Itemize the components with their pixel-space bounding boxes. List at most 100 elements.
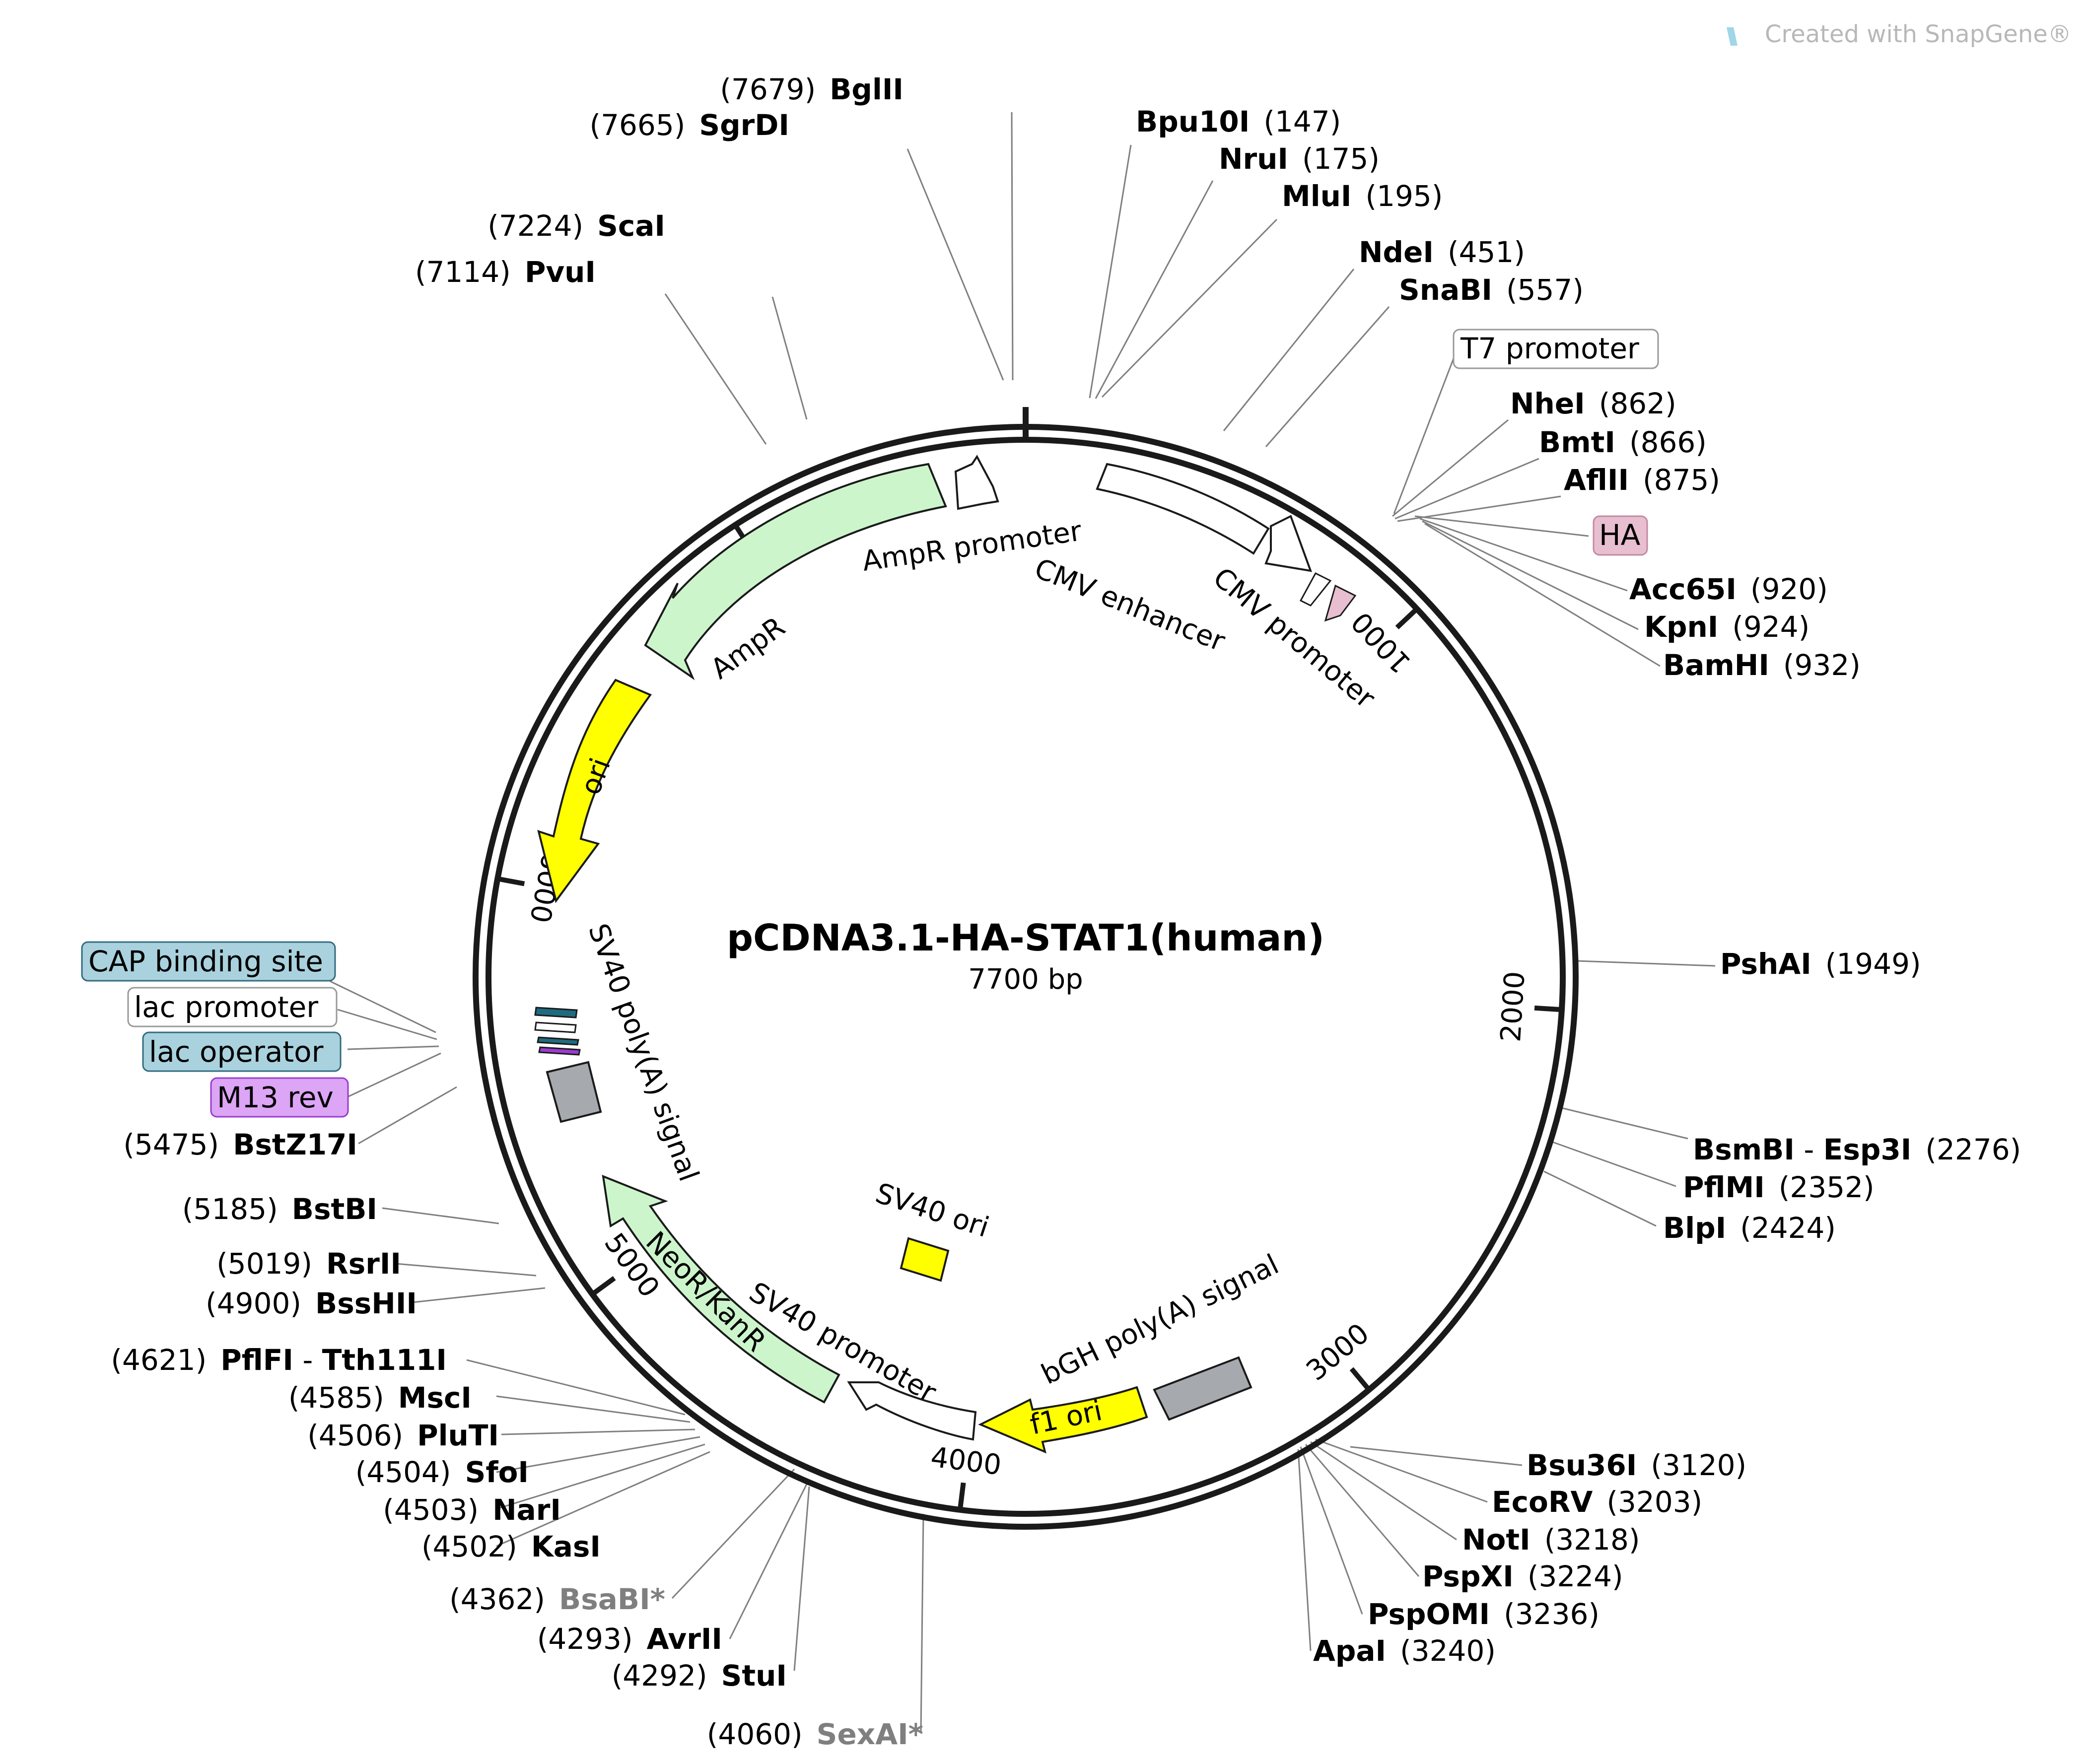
backbone	[473, 407, 1579, 1530]
site-position: (4621)	[111, 1343, 207, 1377]
box-cap-binding-site	[81, 941, 336, 982]
site-position: (4292)	[612, 1659, 707, 1693]
site-name: PspOMI	[1368, 1597, 1490, 1631]
features	[534, 455, 1357, 1454]
site-position: (3236)	[1504, 1597, 1600, 1631]
tick-labels: 1000200030004000500060007000	[523, 534, 1531, 1482]
box-lac-operator	[142, 1031, 342, 1072]
site-position: (7114)	[415, 255, 511, 289]
feature-cmv-enhancer	[1096, 463, 1270, 555]
site-name: Acc65I	[1629, 572, 1737, 606]
site-position: (920)	[1750, 572, 1828, 606]
site-separator: -	[1795, 1133, 1823, 1166]
label-cap-binding-site: CAP binding site	[88, 945, 323, 978]
site-noti: NotI(3218)	[1462, 1523, 1640, 1557]
restriction-sites: (7679)BglII(7665)SgrDI(7224)ScaI(7114)Pv…	[111, 72, 2021, 1751]
site-name: SexAI*	[817, 1717, 923, 1751]
site-mlui: MluI (195)	[1282, 179, 1443, 213]
site-name: MscI	[398, 1381, 472, 1415]
plasmid-title: pCDNA3.1-HA-STAT1(human) 7700 bp	[727, 917, 1324, 996]
site-position: (4503)	[383, 1493, 479, 1527]
label-lac-operator: lac operator	[149, 1035, 324, 1069]
site-name: BlpI	[1663, 1211, 1726, 1245]
feature-bgh-polya	[1153, 1356, 1252, 1421]
site-position: (1949)	[1825, 947, 1921, 981]
feature-ha	[1324, 584, 1357, 622]
site-position: (924)	[1732, 610, 1809, 644]
site-bmti: BmtI(866)	[1539, 425, 1707, 459]
site-name: BsaBI*	[559, 1582, 665, 1616]
box-ha	[1593, 515, 1648, 556]
site-name: EcoRV	[1492, 1485, 1593, 1519]
site-bglii: (7679)BglII	[720, 72, 904, 106]
site-name: PvuI	[525, 255, 596, 289]
site-position: (195)	[1365, 179, 1443, 213]
site-position: (3120)	[1651, 1448, 1746, 1482]
site-position: (147)	[1263, 105, 1341, 138]
site-name: BmtI	[1539, 425, 1615, 459]
site-position: (4900)	[206, 1287, 301, 1320]
label-lac-promoter: lac promoter	[134, 990, 318, 1024]
box-m13-rev	[210, 1077, 349, 1118]
feature-f1-ori	[978, 1386, 1148, 1454]
site-name: ApaI	[1313, 1634, 1386, 1668]
plasmid-name: pCDNA3.1-HA-STAT1(human)	[727, 917, 1324, 959]
tick-mark-6000	[499, 877, 525, 886]
label-sv40-ori: SV40 ori	[872, 1177, 993, 1244]
site-name: KasI	[531, 1530, 601, 1563]
site-avrii: (4293)AvrII	[537, 1622, 722, 1656]
tick-label-3000: 3000	[1300, 1317, 1375, 1387]
site-scai: (7224)ScaI	[487, 209, 665, 243]
site-name: PluTI	[417, 1419, 499, 1452]
site-pluti: (4506) PluTI	[307, 1419, 499, 1452]
site-position: (875)	[1643, 463, 1720, 497]
site-position: (4060)	[707, 1717, 803, 1751]
site-name: MluI	[1282, 179, 1351, 213]
site-name: RsrII	[326, 1247, 401, 1281]
feature-sv40-promoter	[847, 1381, 977, 1441]
snapgene-logo-icon	[1727, 27, 1738, 46]
site-position: (7665)	[590, 108, 686, 142]
site-position: (862)	[1599, 387, 1676, 420]
label-ha: HA	[1599, 518, 1641, 552]
site-ecorv: EcoRV (3203)	[1492, 1485, 1702, 1519]
site-apai: ApaI(3240)	[1313, 1634, 1496, 1668]
site-alt-name: Tth111I	[322, 1343, 447, 1377]
tick-mark-3000	[1349, 1367, 1370, 1390]
site-position: (175)	[1302, 142, 1380, 176]
site-name: BstBI	[292, 1192, 377, 1226]
site-bsabi: (4362) BsaBI*	[449, 1582, 665, 1616]
site-position: (932)	[1783, 648, 1861, 682]
site-separator: -	[293, 1343, 322, 1377]
watermark: Created with SnapGene®	[1727, 20, 2072, 48]
tick-mark-2000	[1534, 1005, 1560, 1012]
site-name: NruI	[1219, 142, 1288, 176]
site-position: (4506)	[307, 1419, 403, 1452]
site-bstz17i: (5475)BstZ17I	[123, 1128, 357, 1161]
site-ndei: NdeI(451)	[1359, 235, 1525, 269]
site-position: (5475)	[123, 1128, 219, 1161]
site-name: BsmBI	[1693, 1133, 1795, 1166]
tick-mark-5000	[593, 1276, 616, 1295]
feature-sv40-ori	[900, 1237, 950, 1282]
site-pflfi: (4621)PflFI - Tth111I	[111, 1343, 447, 1377]
site-bsmbi: BsmBI - Esp3I (2276)	[1693, 1133, 2021, 1166]
site-alt-name: Esp3I	[1823, 1133, 1912, 1166]
tick-label-4000: 4000	[929, 1441, 1003, 1482]
site-name: Bpu10I	[1136, 105, 1250, 138]
site-pspomi: PspOMI (3236)	[1368, 1597, 1600, 1631]
site-position: (3203)	[1606, 1485, 1702, 1519]
site-position: (4362)	[449, 1582, 545, 1616]
site-position: (2276)	[1925, 1133, 2021, 1166]
label-ampr: AmpR	[705, 611, 791, 685]
site-position: (4293)	[537, 1622, 633, 1656]
site-name: PspXI	[1422, 1560, 1514, 1593]
site-name: Bsu36I	[1527, 1448, 1637, 1482]
site-bpu10i: Bpu10I (147)	[1136, 105, 1341, 138]
site-acc65i: Acc65I (920)	[1629, 572, 1828, 606]
site-msci: (4585)MscI	[288, 1381, 472, 1415]
feature-lac-promoter	[534, 1021, 577, 1033]
site-name: NdeI	[1359, 235, 1434, 269]
site-sfoi: (4504)SfoI	[355, 1455, 529, 1489]
